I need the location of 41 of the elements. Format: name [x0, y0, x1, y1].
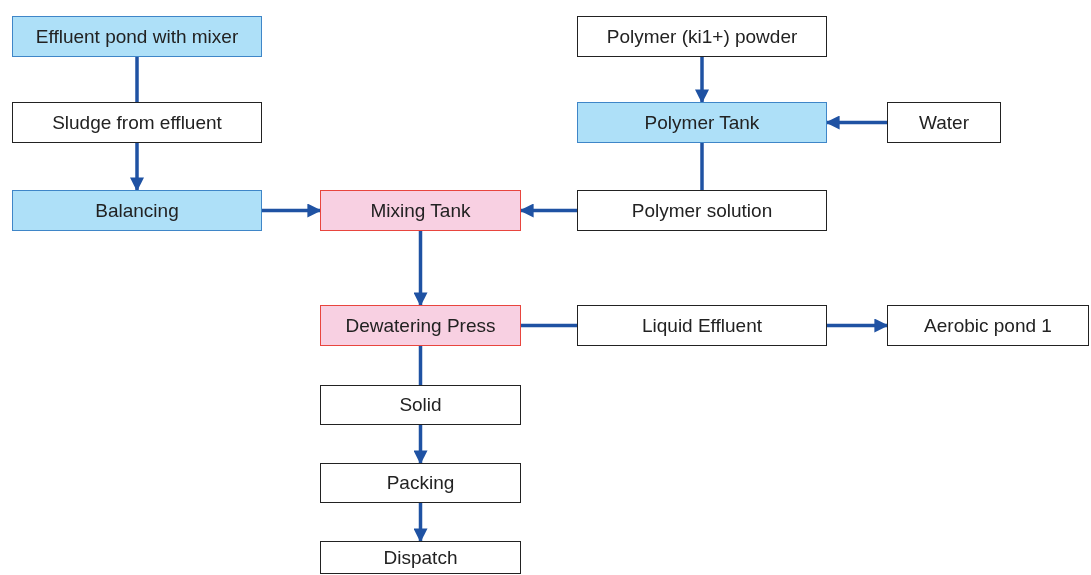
process-box [887, 102, 1001, 143]
process-box [12, 102, 262, 143]
process-box [320, 463, 521, 503]
box-label: Aerobic pond 1 [924, 314, 1052, 337]
arrow [413, 503, 428, 543]
process-box [320, 190, 521, 231]
box-label: Dewatering Press [345, 314, 496, 337]
arrow [827, 318, 889, 333]
arrow [825, 115, 887, 130]
box-label: Polymer solution [631, 199, 773, 222]
box-label: Polymer (ki1+) powder [606, 25, 798, 48]
box-label: Effluent pond with mixer [35, 25, 239, 48]
connector-line [418, 346, 423, 385]
box-label: Water [919, 111, 969, 134]
arrow [413, 231, 428, 307]
process-box [577, 16, 827, 57]
arrow [413, 425, 428, 465]
box-label: Dispatch [383, 546, 458, 569]
process-box [320, 385, 521, 425]
box-label: Mixing Tank [370, 199, 471, 222]
process-box [577, 190, 827, 231]
connector-line [700, 143, 704, 190]
box-label: Packing [386, 472, 455, 494]
box-label: Sludge from effluent [52, 111, 222, 134]
process-box [577, 102, 827, 143]
process-box [320, 541, 521, 574]
process-box [320, 305, 521, 346]
arrow [130, 143, 144, 192]
process-box [12, 16, 262, 57]
arrow [519, 203, 577, 218]
arrow [262, 203, 322, 218]
box-label: Polymer Tank [644, 111, 760, 134]
box-label: Liquid Effluent [641, 314, 763, 337]
process-box [887, 305, 1089, 346]
connector-line [521, 323, 577, 328]
box-label: Solid [399, 394, 442, 416]
process-box [12, 190, 262, 231]
arrow [695, 57, 709, 104]
box-label: Balancing [95, 199, 179, 222]
process-box [577, 305, 827, 346]
connector-line [135, 57, 139, 102]
